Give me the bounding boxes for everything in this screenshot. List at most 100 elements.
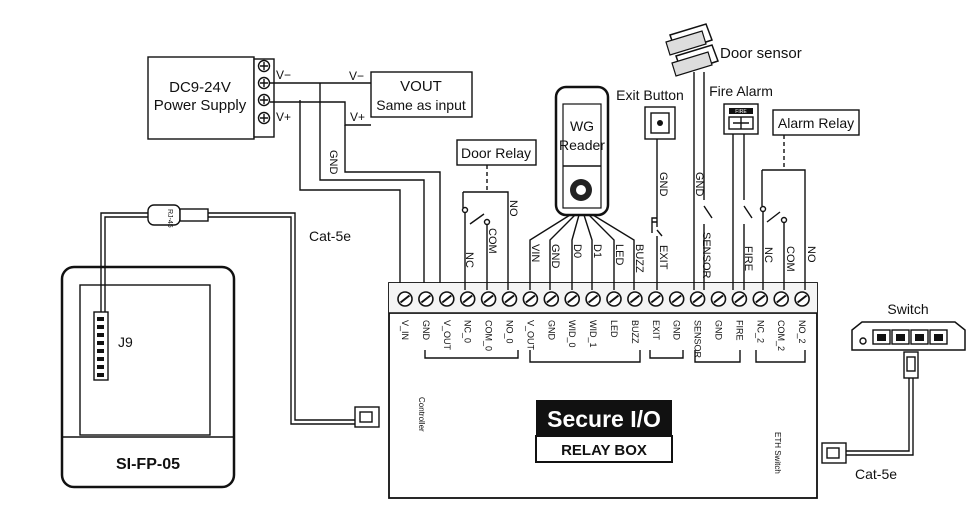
terminal-label: V_OUT (442, 320, 452, 351)
terminal-screw (438, 291, 455, 307)
terminal-screw (543, 291, 560, 307)
terminal-screw (668, 291, 685, 307)
terminal-label: COM_0 (484, 320, 494, 351)
alarm-relay-no: NO (805, 246, 817, 263)
fire-alarm-badge: FIRE (735, 109, 747, 115)
relay-box: V_IN GND V_OUT NC_0 COM_0 NO_0 V_OUT GND WID_0 WI… (388, 282, 818, 499)
alarm-relay: Alarm Relay NC COM NO (759, 109, 860, 290)
device-name: SI-FP-05 (116, 456, 180, 473)
eth-switch-label: ETH Switch (773, 432, 782, 474)
sensor-gnd-label: GND (693, 172, 705, 197)
terminal-label: NO_0 (505, 320, 515, 344)
terminal-label: FIRE (734, 320, 744, 341)
network-switch: Switch Cat-5e (821, 301, 966, 482)
terminal-screw (794, 291, 810, 307)
terminal-screw (585, 291, 601, 307)
door-relay-nc: NC (463, 252, 475, 268)
relay-box-subtitle: RELAY BOX (561, 442, 647, 459)
rj45-label: RJ-45 (166, 209, 173, 228)
power-v-minus-label: V− (276, 68, 291, 82)
terminal-screws (397, 291, 810, 307)
terminal-label: NO_2 (797, 320, 807, 344)
sensor-sensor-label: SENSOR (700, 232, 712, 279)
terminal-label: EXIT (651, 320, 661, 341)
door-sensor-title: Door sensor (720, 45, 802, 62)
terminal-label: GND (421, 320, 431, 341)
terminal-label: WID_1 (588, 320, 598, 348)
cat5e-label-left: Cat-5e (309, 228, 351, 244)
door-relay-no: NO (507, 200, 519, 217)
vout-box: VOUT Same as input V− V+ (349, 69, 473, 124)
vout-title: VOUT (400, 78, 442, 95)
gnd-wire-label: GND (327, 150, 339, 175)
si-fp-05-device: J9 SI-FP-05 (60, 265, 236, 489)
terminal-screw (501, 291, 518, 307)
terminal-screw (459, 291, 476, 307)
alarm-relay-nc: NC (762, 247, 774, 263)
exit-button: Exit Button GND EXIT (616, 87, 684, 290)
alarm-relay-com: COM (784, 246, 796, 272)
wg-reader-subtitle: Reader (559, 137, 605, 153)
switch-title: Switch (887, 301, 928, 317)
rj45-plug (147, 204, 181, 226)
terminal-label: V_IN (400, 320, 410, 340)
j9-label: J9 (118, 334, 133, 350)
power-v-plus-label: V+ (276, 110, 291, 124)
terminal-screw (522, 291, 539, 307)
terminal-screw (397, 291, 413, 307)
vout-v-minus-label: V− (349, 69, 364, 83)
terminal-screw (564, 291, 581, 307)
terminal-label: WID_0 (567, 320, 577, 348)
terminal-screw (731, 291, 748, 307)
reader-wire-label: BUZZ (633, 244, 645, 273)
door-relay-com: COM (486, 228, 498, 254)
terminal-label: GND (546, 320, 556, 341)
door-sensor: Door sensor GND SENSOR (665, 23, 802, 290)
terminal-screw (480, 291, 497, 307)
fire-label: FIRE (742, 246, 754, 271)
wg-reader-title: WG (570, 118, 594, 134)
power-terminal-screws (257, 59, 271, 125)
terminal-screw (418, 291, 434, 307)
exit-gnd-label: GND (657, 172, 669, 197)
reader-wire-label: D1 (591, 244, 603, 258)
exit-button-title: Exit Button (616, 87, 684, 103)
cat5e-label-right: Cat-5e (855, 466, 897, 482)
terminal-label: SENSOR (693, 320, 703, 359)
power-supply-title: Power Supply (154, 97, 247, 114)
exit-exit-label: EXIT (657, 245, 669, 270)
fire-alarm-title: Fire Alarm (709, 83, 773, 99)
reader-wire-label: GND (549, 244, 561, 269)
reader-wire-label: VIN (529, 244, 541, 262)
controller-label: Controller (417, 397, 426, 432)
alarm-relay-title: Alarm Relay (778, 115, 854, 131)
terminal-label: GND (714, 320, 724, 341)
brand-plate (536, 400, 672, 436)
terminal-labels: V_IN GND V_OUT NC_0 COM_0 NO_0 V_OUT GND WID_0 WI… (400, 320, 807, 359)
vout-subtitle: Same as input (376, 97, 466, 113)
door-relay: Door Relay NC COM NO (456, 139, 537, 290)
power-supply-voltage: DC9-24V (169, 79, 231, 96)
terminal-screw (773, 291, 790, 307)
door-relay-title: Door Relay (461, 145, 531, 161)
terminal-label: BUZZ (630, 320, 640, 344)
terminal-screw (647, 291, 664, 307)
wg-reader: WG Reader VIN GND D0 D1 LED BUZZ (529, 85, 645, 290)
terminal-label: LED (609, 320, 619, 338)
terminal-label: COM_2 (776, 320, 786, 351)
terminal-label: NC_0 (463, 320, 473, 343)
relay-box-brand: Secure I/O (547, 406, 661, 432)
vout-v-plus-label: V+ (350, 110, 365, 124)
terminal-screw (606, 291, 622, 307)
switch-ports (872, 329, 948, 345)
terminal-label: V_OUT (525, 320, 535, 351)
terminal-label: GND (672, 320, 682, 341)
reader-wire-labels: VIN GND D0 D1 LED BUZZ (529, 244, 645, 273)
reader-wire-label: D0 (571, 244, 583, 258)
terminal-screw (627, 291, 643, 307)
reader-wire-label: LED (613, 244, 625, 265)
terminal-screw (710, 291, 727, 307)
power-wires: GND (270, 82, 441, 290)
terminal-screw (689, 291, 706, 307)
terminal-label: NC_2 (755, 320, 765, 343)
